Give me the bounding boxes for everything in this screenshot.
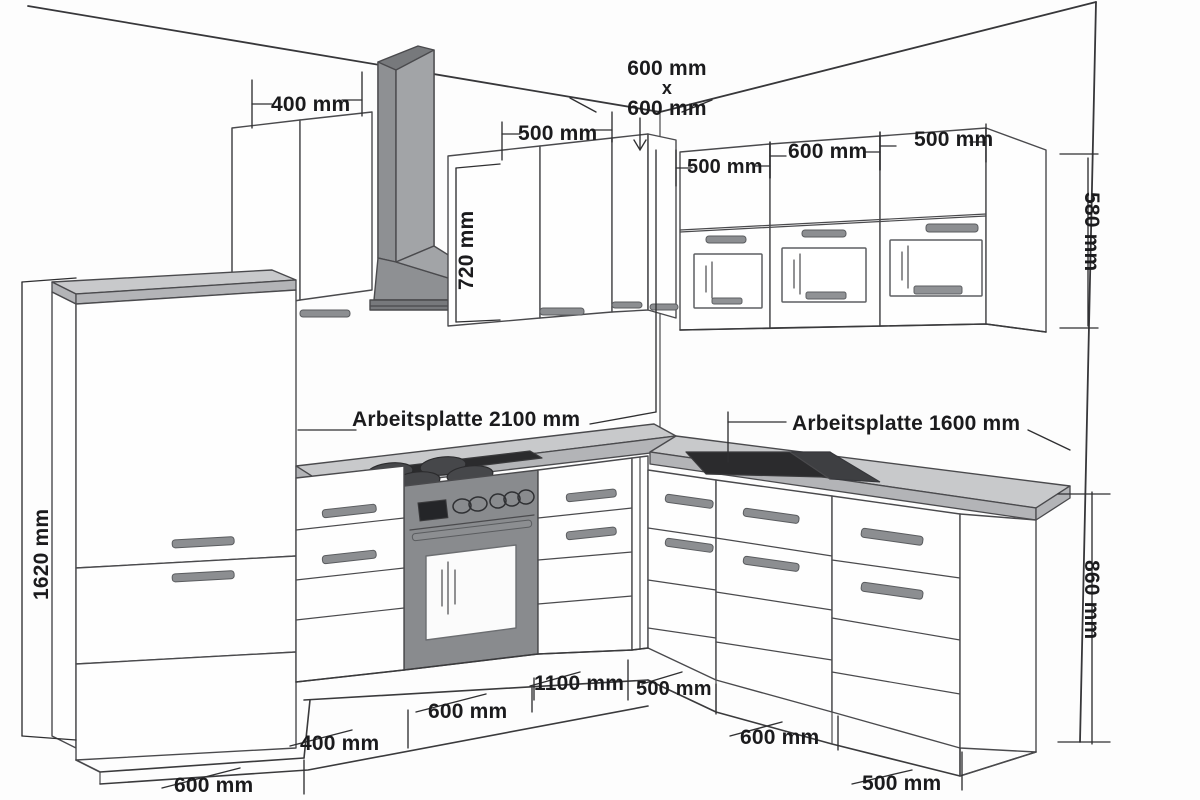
dimension-label-base-600-left: 600 mm	[174, 774, 254, 797]
floor-lines-left	[75, 647, 649, 785]
dimension-label-wall-unit-500-b: 500 mm	[687, 156, 763, 178]
dimension-label-tall-unit-height: 1620 mm	[30, 508, 53, 600]
tall-unit-1620[interactable]	[51, 269, 305, 785]
wall-unit-right-group[interactable]	[679, 127, 1047, 333]
dimension-label-wall-unit-500-c: 500 mm	[914, 128, 994, 151]
dimension-label-worktop-right: Arbeitsplatte 1600 mm	[792, 412, 1021, 435]
cooktop-right[interactable]	[685, 451, 881, 483]
corner-600-line1: 600 mm	[627, 57, 707, 80]
wall-unit-400[interactable]	[231, 111, 373, 318]
wall-unit-corner-600[interactable]	[611, 133, 679, 319]
dimension-label-hood-height: 720 mm	[455, 210, 478, 290]
dimension-label-base-600-oven: 600 mm	[428, 700, 508, 723]
oven[interactable]	[403, 469, 539, 671]
base-units-right[interactable]	[647, 469, 1037, 777]
base-units-left[interactable]	[295, 455, 649, 683]
oven-knobs[interactable]	[452, 489, 535, 514]
corner-600-x: x	[661, 78, 673, 99]
dimension-label-wall-unit-400: 400 mm	[271, 93, 351, 116]
dimension-label-base-500-right: 500 mm	[862, 772, 942, 795]
dimension-label-base-400: 400 mm	[300, 732, 380, 755]
dimension-lines	[21, 71, 1111, 795]
dimension-label-base-500-corner: 500 mm	[636, 678, 712, 700]
wall-unit-500-a[interactable]	[447, 137, 613, 327]
corner-600-line2: 600 mm	[627, 96, 707, 120]
dimension-label-base-height: 860 mm	[1080, 560, 1103, 640]
dimension-label-base-1100: 1100 mm	[534, 672, 625, 695]
dimension-label-worktop-left: Arbeitsplatte 2100 mm	[352, 408, 581, 431]
dimension-label-wall-unit-600-right: 600 mm	[788, 140, 868, 163]
dimension-label-wall-unit-500-a: 500 mm	[518, 122, 598, 145]
dimension-label-base-600-right: 600 mm	[740, 726, 820, 749]
dimension-label-wall-unit-height: 580 mm	[1080, 192, 1103, 272]
dimension-label-corner-600x600: 600 mm x 600 mm	[592, 57, 742, 120]
